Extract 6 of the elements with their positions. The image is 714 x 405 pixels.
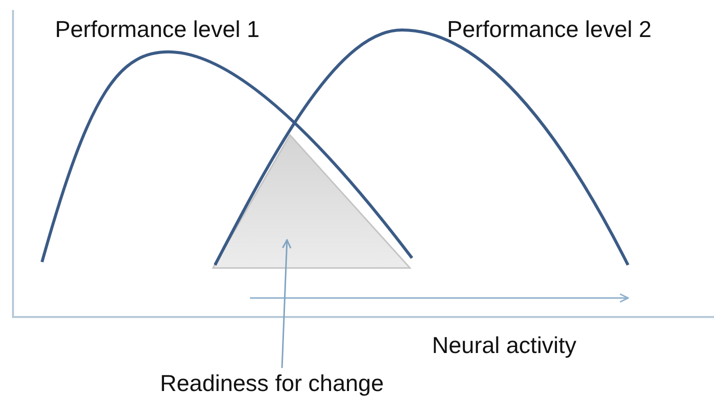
leader-line: [281, 239, 292, 368]
caption-text: Readiness for change: [160, 372, 384, 395]
curve-label: Performance level 2: [447, 18, 652, 41]
triangle-shape: [213, 135, 410, 268]
curve-label: Performance level 1: [55, 18, 260, 41]
axis-label: Neural activity: [432, 334, 576, 357]
